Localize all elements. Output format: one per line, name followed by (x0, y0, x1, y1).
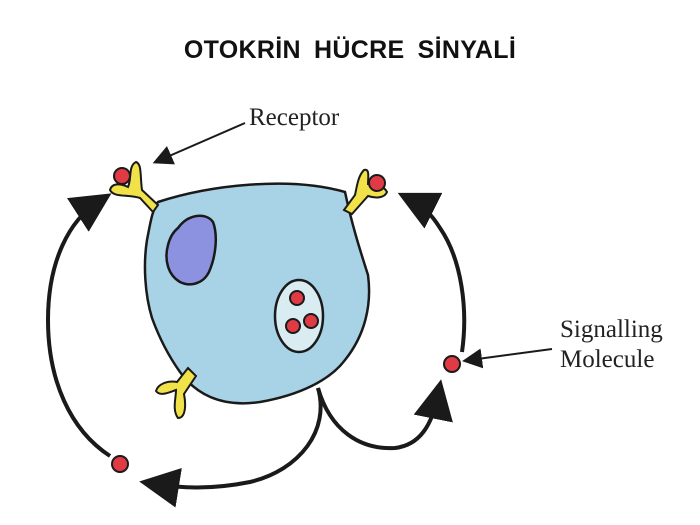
bound-molecule (368, 174, 386, 192)
receptor-label: Receptor (249, 104, 340, 131)
nucleus (165, 214, 218, 286)
vesicle-molecule (285, 318, 301, 334)
signal-pointer-arrow (462, 348, 553, 369)
return-arrow-right (397, 192, 467, 353)
receptor-pointer-arrow (152, 122, 246, 165)
receptor-bottom-left (154, 366, 198, 420)
vesicle-molecule (289, 290, 305, 306)
bound-molecule (113, 167, 131, 185)
cell-body (143, 182, 371, 405)
signalling-molecule (443, 355, 461, 373)
vesicle-molecule (303, 313, 319, 329)
receptor-top-right (342, 168, 389, 216)
signalling-label-line1: Signalling (560, 316, 663, 343)
signalling-molecule-label: Signalling Molecule (560, 315, 663, 375)
vesicle (273, 278, 325, 354)
signalling-molecule (111, 455, 129, 473)
diagram-title: OTOKRİN HÜCRE SİNYALİ (183, 36, 517, 64)
secretion-arrow-right (316, 379, 453, 451)
receptor-top-left (108, 160, 160, 214)
signalling-label-line2: Molecule (560, 346, 655, 373)
return-arrow-left (45, 193, 112, 458)
secretion-arrow-left (139, 387, 323, 508)
